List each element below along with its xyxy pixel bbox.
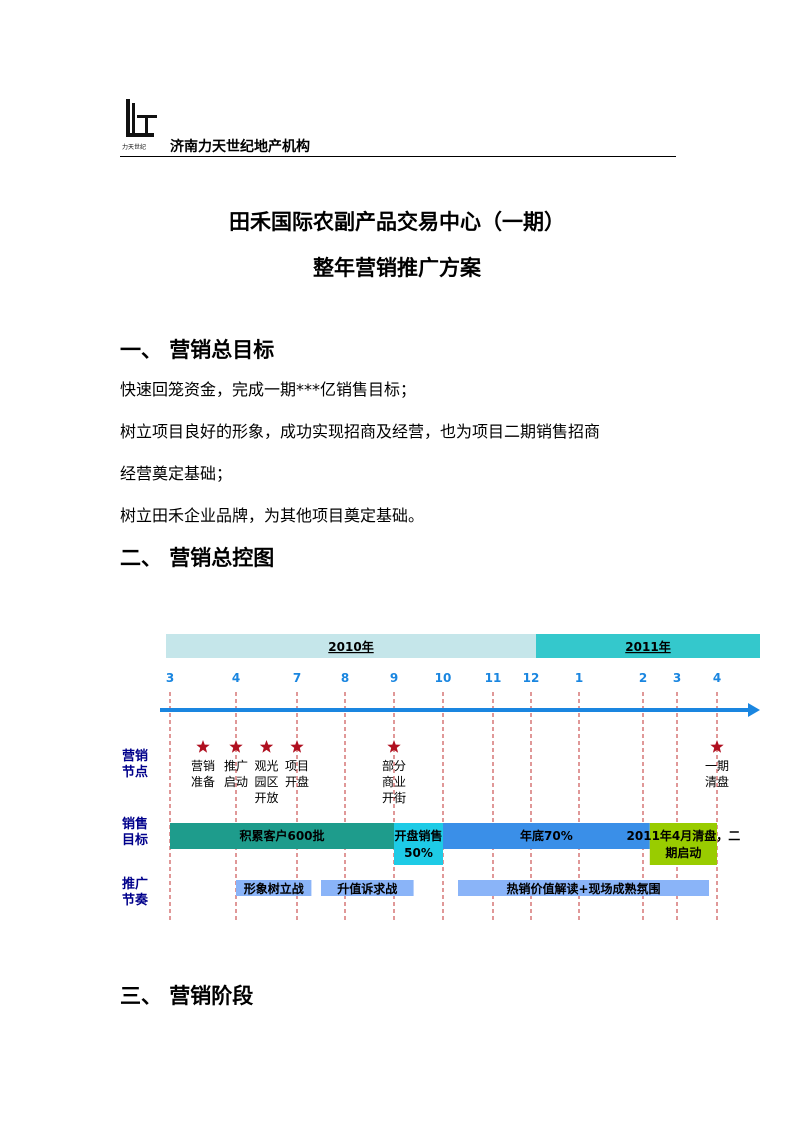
star-icon <box>710 740 724 753</box>
paragraph: 树立田禾企业品牌，为其他项目奠定基础。 <box>120 506 425 525</box>
promotion-label: 热销价值解读+现场成熟氛围 <box>506 881 660 896</box>
month-label: 12 <box>523 671 540 685</box>
month-label: 9 <box>390 671 398 685</box>
sales-target-label: 积累客户600批 <box>239 828 324 843</box>
promotion-bar <box>458 880 709 896</box>
month-label: 7 <box>293 671 301 685</box>
year-band-2011 <box>536 634 760 658</box>
section1-heading: 一、 营销总目标 <box>120 338 275 362</box>
header-divider <box>120 156 676 157</box>
doc-title: 田禾国际农副产品交易中心（一期） <box>229 210 565 234</box>
sales-target-bar <box>443 823 650 849</box>
star-icon <box>229 740 243 753</box>
node-label: 推广启动 <box>224 759 248 789</box>
month-label: 4 <box>232 671 240 685</box>
node-label: 部分商业开街 <box>382 758 406 805</box>
year-band-2010 <box>166 634 536 658</box>
star-icon <box>290 740 304 753</box>
month-label: 3 <box>166 671 174 685</box>
year-label: 2011年 <box>625 639 670 654</box>
paragraph: 树立项目良好的形象，成功实现招商及经营，也为项目二期销售招商 <box>120 422 601 441</box>
month-label: 2 <box>639 671 647 685</box>
section3-heading: 三、 营销阶段 <box>120 984 254 1008</box>
month-label: 1 <box>575 671 583 685</box>
row-label: 营销节点 <box>122 748 148 780</box>
node-label: 一期清盘 <box>705 759 729 789</box>
promotion-label: 升值诉求战 <box>337 881 397 896</box>
node-label: 营销准备 <box>191 759 215 789</box>
section2-heading: 二、 营销总控图 <box>120 546 275 570</box>
row-label: 销售目标 <box>122 816 148 848</box>
doc-subtitle: 整年营销推广方案 <box>313 256 481 280</box>
promotion-bar <box>321 880 414 896</box>
sales-target-bar <box>394 823 443 865</box>
month-label: 11 <box>485 671 502 685</box>
sales-target-label: 2011年4月清盘，二期启动 <box>627 828 741 860</box>
company-logo: 力天世纪 <box>122 99 157 151</box>
sales-target-label: 年底70% <box>520 828 573 843</box>
promotion-label: 形象树立战 <box>244 881 304 896</box>
arrow-head-icon <box>748 703 760 717</box>
logo-text: 力天世纪 <box>122 143 146 151</box>
node-label: 观光园区开放 <box>254 759 278 805</box>
promotion-bar <box>236 880 312 896</box>
month-label: 4 <box>713 671 721 685</box>
star-icon <box>387 740 401 753</box>
sales-target-bar <box>649 823 717 865</box>
month-label: 3 <box>673 671 681 685</box>
month-label: 8 <box>341 671 349 685</box>
paragraph: 快速回笼资金，完成一期***亿销售目标； <box>120 380 417 399</box>
row-label: 推广节奏 <box>122 876 149 908</box>
year-label: 2010年 <box>328 639 373 654</box>
paragraph: 经营奠定基础； <box>120 464 233 483</box>
star-icon <box>259 740 274 753</box>
company-name: 济南力天世纪地产机构 <box>170 139 310 155</box>
month-label: 10 <box>435 671 452 685</box>
sales-target-bar <box>170 823 394 849</box>
star-icon <box>196 740 210 753</box>
node-label: 项目开盘 <box>285 759 309 789</box>
